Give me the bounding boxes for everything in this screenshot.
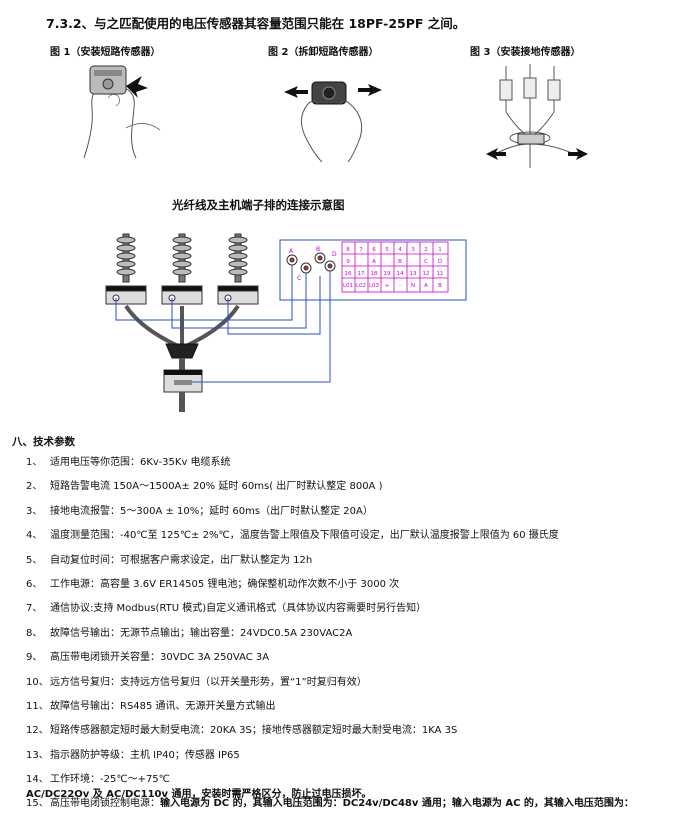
terminal-label: 9	[346, 259, 350, 265]
param-text: 通信协议:支持 Modbus(RTU 模式)自定义通讯格式（具体协议内容需要时另…	[50, 603, 427, 615]
terminal-label: 2	[424, 247, 428, 253]
param-item: 8、故障信号输出：无源节点输出；输出容量：24VDC0.5A 230VAC2A	[26, 622, 666, 646]
terminal-label: 13	[410, 271, 417, 277]
param-number: 15、	[26, 798, 49, 810]
terminal-label: 17	[358, 271, 365, 277]
fiber-lines	[115, 260, 331, 383]
param-text-bold: 输入电源为 DC 的，其输入电压范围为：DC24v/DC48v 通用；输入电源为…	[160, 798, 634, 810]
param-item: 11、故障信号输出：RS485 通讯、无源开关量方式输出	[26, 695, 666, 719]
terminal-label: 8	[346, 247, 350, 253]
param-number: 2、	[26, 481, 43, 493]
terminal-label: 1	[438, 247, 442, 253]
param-item: 2、短路告警电流 150A～1500A± 20% 延时 60ms( 出厂时默认整…	[26, 475, 666, 499]
terminal-label: 12	[423, 271, 430, 277]
param-number: 5、	[26, 554, 43, 566]
param-text: 适用电压等你范围：6Kv-35Kv 电缆系统	[50, 457, 231, 468]
param-number: 14、	[26, 774, 49, 786]
param-text: 指示器防护等级：主机 IP40；传感器 IP65	[50, 749, 240, 761]
param-item: 14、工作环境：-25℃～+75℃	[26, 768, 666, 792]
param-item: 5、自动复位时间：可根据客户需求设定，出厂默认整定为 12h	[26, 549, 666, 573]
param-text: 故障信号输出：RS485 通讯、无源开关量方式输出	[50, 700, 276, 712]
param-item-15: 15、高压带电闭锁控制电源：输入电源为 DC 的，其输入电压范围为：DC24v/…	[26, 792, 666, 816]
param-number: 9、	[26, 652, 43, 664]
terminal-label: L03	[369, 283, 380, 289]
param-item: 7、通信协议:支持 Modbus(RTU 模式)自定义通讯格式（具体协议内容需要…	[26, 597, 666, 621]
param-text: 温度测量范围：-40℃至 125℃± 2%℃，温度告警上限值及下限值可设定，出厂…	[50, 530, 559, 542]
param-number: 12、	[26, 725, 49, 737]
host-box	[279, 239, 467, 301]
terminal-label: 5	[385, 247, 389, 253]
figure-3-image	[486, 64, 588, 168]
terminal-label: N	[411, 283, 415, 289]
figure-1-caption: 图 1（安装短路传感器）	[50, 47, 161, 58]
param-text: 高压带电闭锁开关容量：30VDC 3A 250VAC 3A	[50, 652, 270, 664]
param-item: 12、短路传感器额定短时最大耐受电流：20KA 3S；接地传感器额定短时最大耐受…	[26, 719, 666, 743]
param-15-continuation: AC/DC22Ov 及 AC/DC110v 通用，安装时需严格区分，防止过电压损…	[26, 789, 372, 800]
figure-3-caption: 图 3（安装接地传感器）	[470, 47, 581, 58]
port-label-b: B	[316, 246, 320, 253]
param-item: 10、远方信号复归：支持远方信号复归（以开关量形势，置“1”时复归有效）	[26, 671, 666, 695]
terminal-label: 16	[345, 271, 352, 277]
param-text: 工作电源：高容量 3.6V ER14505 锂电池；确保整机动作次数不小于 30…	[50, 578, 400, 590]
terminal-label: D	[438, 259, 442, 265]
param-number: 11、	[26, 700, 49, 712]
terminal-label: A	[372, 259, 376, 265]
param-number: 1、	[26, 457, 43, 468]
terminal-label: 14	[397, 271, 404, 277]
terminal-label: 18	[371, 271, 378, 277]
param-item: 9、高压带电闭锁开关容量：30VDC 3A 250VAC 3A	[26, 646, 666, 670]
terminal-label: C	[424, 259, 428, 265]
figure-2-image	[284, 81, 382, 163]
port-label-a: A	[289, 248, 294, 255]
diagram-title: 光纤线及主机端子排的连接示意图	[172, 198, 345, 212]
param-text: 工作环境：-25℃～+75℃	[50, 774, 170, 786]
param-text: 短路告警电流 150A～1500A± 20% 延时 60ms( 出厂时默认整定 …	[50, 481, 383, 493]
param-text: 故障信号输出：无源节点输出；输出容量：24VDC0.5A 230VAC2A	[50, 627, 353, 639]
terminal-label: 19	[384, 271, 391, 277]
param-text: 远方信号复归：支持远方信号复归（以开关量形势，置“1”时复归有效）	[50, 676, 367, 688]
terminal-label: 6	[372, 247, 376, 253]
phase-sensors	[105, 233, 259, 305]
port-label-c: C	[297, 275, 301, 282]
param-item: 3、接地电流报警：5～300A ± 10%；延时 60ms（出厂时默认整定 20…	[26, 500, 666, 524]
param-number: 13、	[26, 749, 49, 761]
connection-diagram: A B C D 8 7 6 5 4 3 2 1 9 A B C D 16 17 …	[105, 233, 467, 412]
ports	[286, 252, 336, 274]
terminal-block	[341, 241, 449, 293]
param-number: 7、	[26, 603, 43, 615]
param-text: 短路传感器额定短时最大耐受电流：20KA 3S；接地传感器额定短时最大耐受电流：…	[50, 725, 458, 737]
terminal-label: L01	[343, 283, 353, 289]
param-item: 1、适用电压等你范围：6Kv-35Kv 电缆系统	[26, 451, 666, 475]
port-label-d: D	[332, 251, 337, 258]
section-title: 八、技术参数	[12, 436, 75, 448]
params-list: 1、适用电压等你范围：6Kv-35Kv 电缆系统 2、短路告警电流 150A～1…	[26, 451, 666, 817]
param-item: 13、指示器防护等级：主机 IP40；传感器 IP65	[26, 744, 666, 768]
terminal-label: 3	[411, 247, 415, 253]
terminal-label: 7	[359, 247, 363, 253]
param-number: 4、	[26, 530, 43, 542]
param-number: 8、	[26, 627, 43, 639]
param-text: 接地电流报警：5～300A ± 10%；延时 60ms（出厂时默认整定 20A）	[50, 505, 373, 517]
param-number: 6、	[26, 578, 43, 590]
param-text: 高压带电闭锁控制电源：	[50, 798, 160, 810]
cable-bundle	[124, 304, 240, 348]
param-number: 10、	[26, 676, 49, 688]
figure-1-image	[83, 65, 161, 159]
terminal-label: -	[399, 283, 401, 289]
terminal-label: B	[438, 283, 442, 289]
param-text: 自动复位时间：可根据客户需求设定，出厂默认整定为 12h	[50, 554, 313, 566]
terminal-label: L02	[356, 283, 366, 289]
terminal-label: A	[424, 283, 428, 289]
param-item: 4、温度测量范围：-40℃至 125℃± 2%℃，温度告警上限值及下限值可设定，…	[26, 524, 666, 548]
terminal-label: +	[385, 283, 390, 289]
terminal-label: 11	[437, 271, 444, 277]
figure-2-caption: 图 2（拆卸短路传感器）	[268, 47, 379, 58]
terminal-label: B	[398, 259, 402, 265]
param-item: 6、工作电源：高容量 3.6V ER14505 锂电池；确保整机动作次数不小于 …	[26, 573, 666, 597]
param-number: 3、	[26, 505, 43, 517]
terminal-label: 4	[398, 247, 402, 253]
section-heading: 7.3.2、与之匹配使用的电压传感器其容量范围只能在 18PF-25PF 之间。	[46, 16, 466, 31]
